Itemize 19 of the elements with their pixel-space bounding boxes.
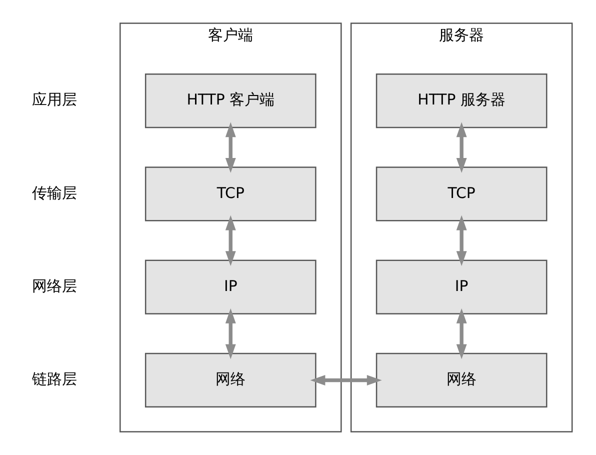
- node-box: IP: [144, 260, 316, 314]
- label: 应用层: [32, 90, 77, 109]
- arrow: [225, 308, 236, 360]
- arrow: [456, 215, 467, 266]
- node-box: HTTP 服务器: [376, 74, 548, 128]
- arrow: [456, 122, 467, 173]
- node-box: TCP: [144, 166, 316, 222]
- label: 网络层: [32, 276, 77, 295]
- node-box: 网络: [144, 352, 316, 408]
- node-box: 网络: [376, 352, 548, 408]
- arrow: [225, 122, 236, 173]
- arrow: [456, 308, 467, 360]
- node-box: IP: [376, 260, 548, 314]
- arrow: [225, 215, 236, 266]
- arrow: [310, 375, 382, 386]
- node-box: TCP: [376, 166, 548, 222]
- node-box: HTTP 客户端: [144, 74, 316, 128]
- label: 链路层: [32, 370, 77, 388]
- label: 传输层: [32, 184, 77, 202]
